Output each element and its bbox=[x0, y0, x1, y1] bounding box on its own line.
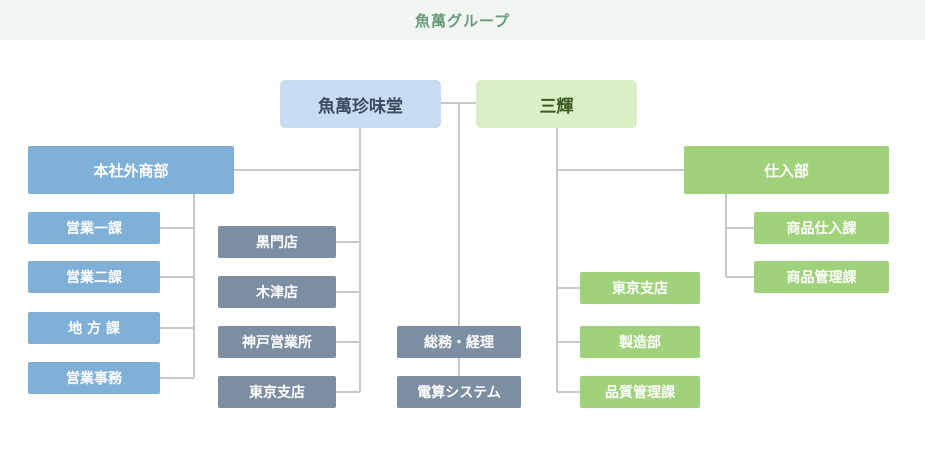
group-title: 魚萬グループ bbox=[0, 0, 925, 40]
store-kuromon: 黒門店 bbox=[218, 226, 336, 258]
section-sales-2: 営業二課 bbox=[28, 261, 160, 293]
company-gyoman-chinmido: 魚萬珍味堂 bbox=[280, 80, 441, 128]
section-sales-1: 営業一課 bbox=[28, 212, 160, 244]
section-quality-control: 品質管理課 bbox=[580, 376, 700, 408]
dept-manufacturing: 製造部 bbox=[580, 326, 700, 358]
section-regional: 地 方 課 bbox=[28, 312, 160, 344]
dept-computer-systems: 電算システム bbox=[397, 376, 521, 408]
store-kizu: 木津店 bbox=[218, 276, 336, 308]
branch-tokyo-left: 東京支店 bbox=[218, 376, 336, 408]
office-kobe: 神戸営業所 bbox=[218, 326, 336, 358]
section-product-management: 商品管理課 bbox=[754, 261, 889, 293]
division-purchasing: 仕入部 bbox=[684, 146, 889, 194]
section-sales-admin: 営業事務 bbox=[28, 362, 160, 394]
division-head-office-sales: 本社外商部 bbox=[28, 146, 234, 194]
company-sanki: 三輝 bbox=[476, 80, 637, 128]
dept-general-affairs-accounting: 総務・経理 bbox=[397, 326, 521, 358]
section-product-purchasing: 商品仕入課 bbox=[754, 212, 889, 244]
branch-tokyo-right: 東京支店 bbox=[580, 272, 700, 304]
